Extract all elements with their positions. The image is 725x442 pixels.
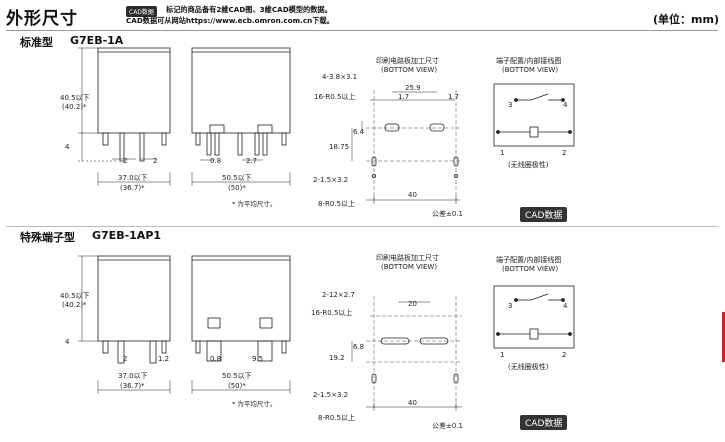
std-hole-2: 2-1.5×3.2: [313, 176, 348, 184]
sp-hole-8: 8-R0.5以上: [318, 413, 355, 422]
std-dim-2a: 2: [123, 157, 127, 165]
section-divider: [6, 226, 718, 227]
standard-pcb-drawing: [351, 90, 460, 204]
sp-term-sub: (BOTTOM VIEW): [502, 265, 558, 273]
std-height-max: 40.5以下: [60, 94, 90, 102]
std-width-avg: (36.7)*: [120, 184, 145, 192]
sp-dim-20: 20: [408, 300, 417, 308]
cad-data-button-standard[interactable]: CAD数据: [520, 207, 568, 222]
standard-heading: 标准型: [20, 36, 53, 49]
cad-data-chip: CAD数据: [126, 6, 157, 17]
std-hole-8: 8-R0.5以上: [318, 199, 355, 208]
std-term-title: 端子配置/内部接线图: [496, 56, 561, 65]
sp-term-title: 端子配置/内部接线图: [496, 255, 561, 264]
sp-height-avg: (40.2)*: [62, 301, 87, 309]
std-tolerance: 公差±0.1: [432, 209, 463, 218]
std-dim-2b: 2: [153, 157, 157, 165]
special-front-view: [78, 255, 171, 394]
std-height-avg: (40.2)*: [62, 103, 87, 111]
std-pin2: 2: [562, 149, 566, 157]
sp-height-max: 40.5以下: [60, 292, 90, 300]
special-model: G7EB-1AP1: [92, 229, 162, 242]
sp-width-max: 37.0以下: [118, 372, 148, 380]
sp-pcb-sub: (BOTTOM VIEW): [381, 263, 437, 271]
std-dim-4: 4: [65, 143, 70, 151]
cad-data-button-special[interactable]: CAD数据: [520, 415, 568, 430]
std-depth-avg: (50)*: [228, 184, 246, 192]
sp-dim-40: 40: [408, 399, 417, 407]
std-pin4: 4: [563, 101, 568, 109]
sp-pin4: 4: [563, 302, 568, 310]
standard-front-view: [78, 47, 171, 186]
std-pcb-sub: (BOTTOM VIEW): [381, 66, 437, 74]
sp-dim-95: 9.5: [252, 355, 263, 363]
sp-depth-max: 50.5以下: [222, 372, 252, 380]
std-term-sub: (BOTTOM VIEW): [502, 66, 558, 74]
sp-dim-68: 6.8: [353, 343, 364, 351]
sp-avg-note: * 为平均尺寸。: [232, 399, 276, 408]
sp-pcb-title: 印刷电路板加工尺寸: [376, 253, 439, 262]
std-dim-40: 40: [408, 191, 417, 199]
sp-width-avg: (36.7)*: [120, 382, 145, 390]
unit-label: (单位：mm): [653, 13, 719, 26]
sp-hole-2: 2-1.5×3.2: [313, 391, 348, 399]
special-terminal-diagram: [493, 285, 575, 349]
sp-polarity: (无线圈极性): [508, 362, 549, 371]
standard-side-view: [191, 47, 291, 186]
page-title: 外形尺寸: [6, 9, 78, 29]
sp-hole-2x12: 2-12×2.7: [322, 291, 355, 299]
std-dim-08: 0.8: [210, 157, 221, 165]
std-pin3: 3: [508, 101, 512, 109]
std-dim-1875: 18.75: [329, 143, 349, 151]
sp-pin1: 1: [500, 351, 504, 359]
page-edge-marker: [722, 312, 725, 362]
special-pcb-drawing: [351, 296, 462, 411]
sp-hole-16: 16-R0.5以上: [311, 308, 352, 317]
header-divider: [6, 30, 718, 31]
special-heading: 特殊端子型: [20, 231, 75, 244]
std-pcb-title: 印刷电路板加工尺寸: [376, 56, 439, 65]
sp-dim-192: 19.2: [329, 354, 345, 362]
sp-pin2: 2: [562, 351, 566, 359]
sp-tolerance: 公差±0.1: [432, 421, 463, 430]
std-dim-17b: 1.7: [448, 93, 459, 101]
sp-dim-08: 0.8: [210, 355, 221, 363]
sp-dim-2: 2: [123, 355, 127, 363]
std-dim-17a: 1.7: [398, 93, 409, 101]
sp-pin3: 3: [508, 302, 512, 310]
cad-note-line1: 标记的商品备有2維CAD图、3維CAD模型的数据。: [166, 5, 332, 14]
standard-model: G7EB-1A: [70, 34, 124, 47]
sp-dim-4: 4: [65, 338, 70, 346]
std-pin1: 1: [500, 149, 504, 157]
std-dim-64: 6.4: [353, 128, 365, 136]
std-hole-16: 16-R0.5以上: [314, 92, 355, 101]
std-avg-note: * 为平均尺寸。: [232, 199, 276, 208]
special-side-view: [191, 255, 291, 394]
std-dim-259: 25.9: [405, 84, 421, 92]
std-depth-max: 50.5以下: [222, 174, 252, 182]
std-dim-27: 2.7: [246, 157, 257, 165]
std-polarity: (无线圈极性): [508, 160, 549, 169]
cad-note-line2: CAD数据可从网站https://www.ecb.omron.com.cn下载。: [126, 16, 334, 25]
std-width-max: 37.0以下: [118, 174, 148, 182]
standard-terminal-diagram: [493, 83, 575, 147]
sp-depth-avg: (50)*: [228, 382, 246, 390]
std-hole-4: 4-3.8×3.1: [322, 73, 357, 81]
sp-dim-12: 1.2: [158, 355, 169, 363]
